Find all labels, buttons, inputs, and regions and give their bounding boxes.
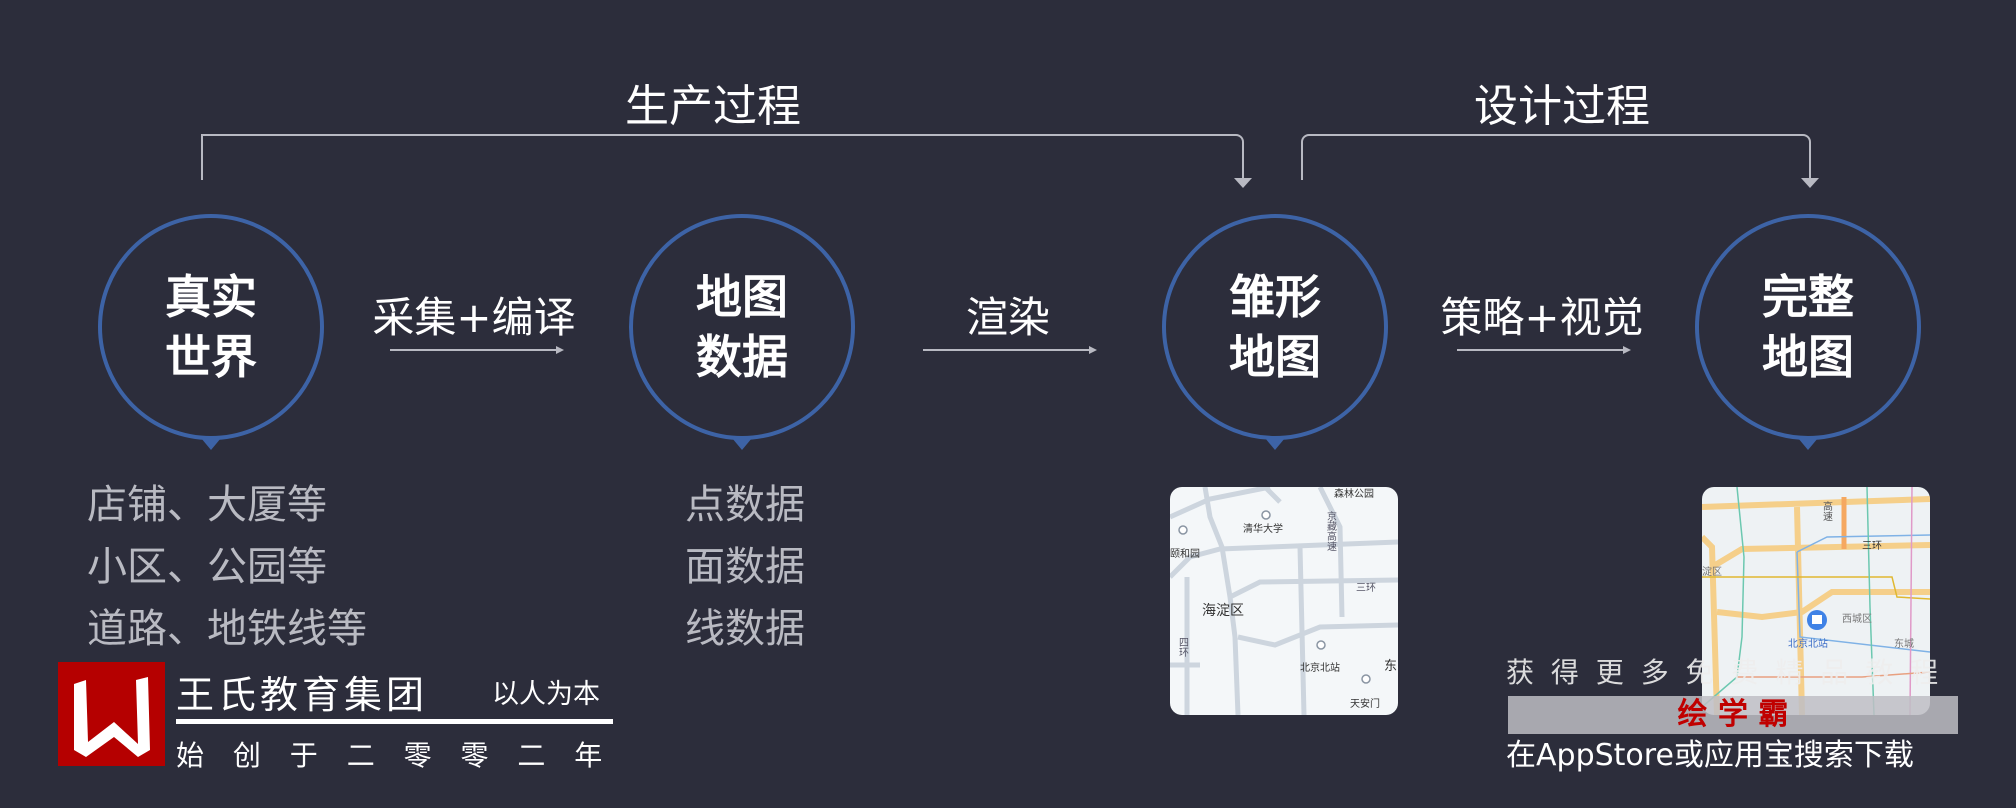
list-item: 道路、地铁线等 (87, 606, 367, 652)
node-complete-map: 完整地图 (1695, 214, 1921, 450)
node-label: 地图 (696, 270, 788, 324)
list-item: 小区、公园等 (87, 544, 327, 590)
map-label: 西城区 (1842, 613, 1872, 625)
node-prototype-map: 雏形地图 (1162, 214, 1388, 450)
complete-map-thumbnail: 高速 三环 淀区 北京北站 东城 西城区 (1702, 487, 1930, 715)
brand-name: 王氏教育集团 (176, 673, 429, 717)
phase-production: 生产过程 (625, 81, 801, 132)
node-label: 地图 (1229, 330, 1321, 384)
logo-mark (58, 662, 165, 766)
list-item: 店铺、大厦等 (87, 482, 327, 528)
map-label: 淀区 (1702, 565, 1722, 578)
node-label: 数据 (696, 330, 788, 384)
map-label: 四环 (1177, 637, 1189, 658)
node-label: 真实 (165, 270, 257, 324)
map-label: 海淀区 (1202, 603, 1244, 619)
node-label: 世界 (165, 330, 257, 384)
promo-app-name: 绘 学 霸 (1508, 696, 1958, 734)
brand-motto: 以人为本 (492, 679, 600, 710)
map-label: 清华大学 (1243, 522, 1283, 535)
node-real-world: 真实世界 (98, 214, 324, 450)
list-item: 点数据 (685, 482, 805, 528)
node-label: 地图 (1762, 330, 1854, 384)
node-map-data: 地图数据 (629, 214, 855, 450)
node-label: 雏形 (1229, 270, 1321, 324)
list-item: 线数据 (685, 606, 805, 652)
list-item: 面数据 (685, 544, 805, 590)
world-items: 店铺、大厦等 小区、公园等 道路、地铁线等 (87, 474, 367, 660)
design-bracket (1301, 134, 1811, 180)
arrowheads (556, 178, 1819, 354)
step-strategy-visual: 策略+视觉 (1440, 293, 1644, 342)
map-label: 东 (1384, 659, 1397, 674)
production-bracket (201, 134, 1244, 180)
step-render: 渲染 (965, 293, 1051, 342)
map-label: 颐和园 (1170, 548, 1200, 560)
map-label: 东城 (1894, 637, 1914, 650)
map-label: 北京北站 (1300, 661, 1340, 674)
map-label: 京藏高速 (1325, 510, 1337, 551)
map-label: 三环 (1356, 583, 1376, 594)
node-label: 完整 (1762, 270, 1854, 324)
map-label: 北京北站 (1788, 637, 1828, 650)
prototype-map-thumbnail: 森林公园 清华大学 颐和园 三环 海淀区 北京北站 东 天安门 京藏高速 四环 (1170, 487, 1398, 715)
map-label: 天安门 (1350, 697, 1380, 710)
divider (176, 719, 613, 724)
promo-download: 在AppStore或应用宝搜索下载 (1506, 738, 1914, 773)
brand-founded: 始 创 于 二 零 零 二 年 (176, 739, 613, 772)
map-label: 高速 (1821, 500, 1833, 521)
map-label: 森林公园 (1334, 487, 1374, 500)
data-items: 点数据 面数据 线数据 (685, 474, 805, 660)
promo-line: 获 得 更 多 免 费 精 品 教 程 (1506, 656, 1943, 689)
phase-design: 设计过程 (1474, 81, 1650, 132)
step-collect-compile: 采集+编译 (372, 293, 576, 342)
map-label: 三环 (1862, 541, 1882, 552)
